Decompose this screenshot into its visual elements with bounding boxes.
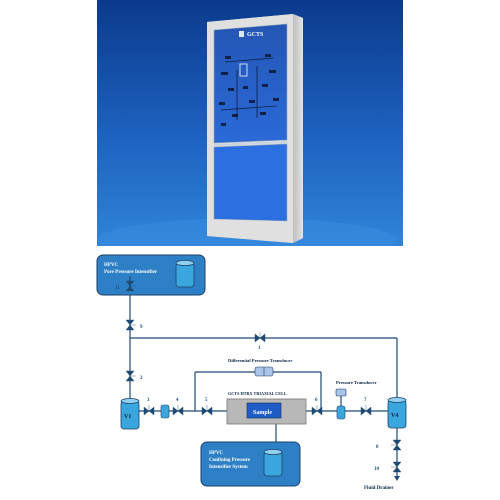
triaxial-cell: GCTS HTRX TRIAXIAL CELL Sample [226,391,307,425]
pressure-transducer-label: Pressure Transducer [336,380,377,385]
brand-logo-icon [239,31,244,37]
valve-2: 2 [125,370,143,382]
valve-4-label: 4 [176,398,179,403]
valve-7: 7 [360,398,372,416]
valve-9-label: 9 [140,325,143,330]
fluid-drainer: Fluid Drainer [364,476,400,491]
valve-4: 4 [172,398,184,416]
pore-intensifier-vessel-icon [175,259,195,288]
valve-10: 10 [374,461,402,473]
valve-10-label: 10 [374,467,380,472]
differential-pressure-transducer: Differential Pressure Transducer [228,358,292,377]
valve-6: 6 [311,398,323,416]
valve-7-label: 7 [364,398,367,403]
pore-box-line1: HPVC [104,263,119,268]
inline-filter-right [336,405,346,420]
confining-pressure-intensifier-box: HPVC Confining Pressure Intensifier Syst… [200,441,301,487]
valve-11: 11 [115,280,136,292]
valve-8: 8 [376,439,402,451]
equipment-photo: GCTS [97,0,403,246]
valve-3-label: 3 [147,398,150,403]
valve-8-label: 8 [376,445,379,450]
cabinet: GCTS [207,14,303,243]
valve-11-label: 11 [115,286,120,291]
pressure-transducer: Pressure Transducer [335,380,377,397]
valve-6-label: 6 [315,398,318,403]
valve-2-label: 2 [140,376,143,381]
confining-box-line3: Intensifier System [209,465,248,470]
fluid-drainer-label: Fluid Drainer [364,486,394,491]
valves: 11 9 1 2 3 4 [115,280,402,473]
valve-1: 1 [254,332,266,351]
valve-9: 9 [125,319,143,331]
valve-5-label: 5 [205,398,208,403]
valve-3: 3 [143,398,155,416]
vessel-v1-label: V1 [124,414,131,420]
confining-box-line1: HPVC [209,451,224,456]
sample-label: Sample [253,410,272,416]
inline-filter-left [160,404,170,419]
vessel-v4-label: V4 [391,413,398,419]
brand-logo-text: GCTS [247,32,264,38]
pore-box-line2: Pore Pressure Intensifier [104,270,158,275]
valve-1-label: 1 [258,346,261,351]
vessel-v1: V1 [120,398,140,430]
pore-pressure-intensifier-box: HPVC Pore Pressure Intensifier [96,254,206,296]
confining-box-line2: Confining Pressure [209,458,251,463]
valve-5: 5 [201,398,213,416]
diff-transducer-label: Differential Pressure Transducer [228,358,292,363]
vessel-v4: V4 [387,397,407,429]
confining-intensifier-vessel-icon [263,448,283,477]
cell-title: GCTS HTRX TRIAXIAL CELL [228,391,287,396]
schematic-diagram: HPVC Pore Pressure Intensifier V1 V4 [0,246,500,500]
